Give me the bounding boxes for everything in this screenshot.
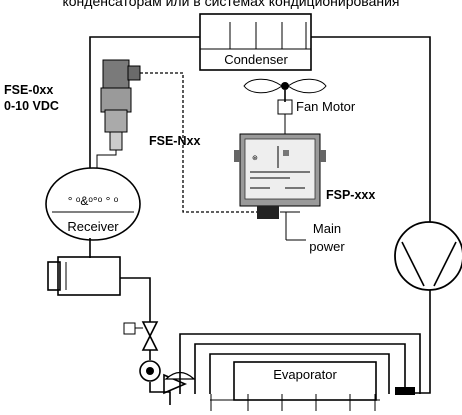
main-power-label-line1: Main: [313, 221, 341, 236]
expansion-valve: [163, 371, 196, 395]
main-power-label-line2: power: [309, 239, 345, 254]
evaporator: Evaporator: [179, 333, 421, 411]
sensor-label-line2: 0-10 VDC: [4, 99, 59, 113]
suction-joint: [395, 387, 415, 395]
sensor-cable: [140, 72, 257, 213]
filter-drier: [47, 256, 121, 296]
fan-hub-icon: [281, 82, 289, 90]
condenser-label: Condenser: [224, 52, 288, 67]
fan-motor-label: Fan Motor: [296, 99, 356, 114]
sensor-label-line1: FSE-0xx: [4, 83, 53, 97]
fsp-controller: ⊛ FSP-xxx: [234, 133, 375, 241]
discharge-pipe: [89, 36, 200, 168]
cable-label: FSE-Nxx: [149, 134, 200, 148]
liquid-line: [89, 238, 171, 405]
condenser: Condenser: [199, 13, 312, 71]
compressor: [394, 221, 462, 291]
controller-label: FSP-xxx: [326, 188, 375, 202]
receiver-label: Receiver: [67, 219, 119, 234]
solenoid-valve: [123, 321, 159, 351]
fan-motor: Fan Motor: [243, 78, 356, 134]
svg-text:° ᵒ&ᵒ°ᵒ ° ᵒ: ° ᵒ&ᵒ°ᵒ ° ᵒ: [68, 194, 119, 208]
pressure-sensor: [96, 59, 141, 168]
svg-text:⊛: ⊛: [252, 155, 258, 162]
header-text: конденсаторам или в системах кондиционир…: [62, 0, 399, 9]
compressor-suction-pipe: [311, 36, 431, 394]
sight-glass: [139, 360, 161, 382]
receiver: ° ᵒ&ᵒ°ᵒ ° ᵒ Receiver: [45, 167, 141, 241]
evaporator-label: Evaporator: [273, 367, 337, 382]
